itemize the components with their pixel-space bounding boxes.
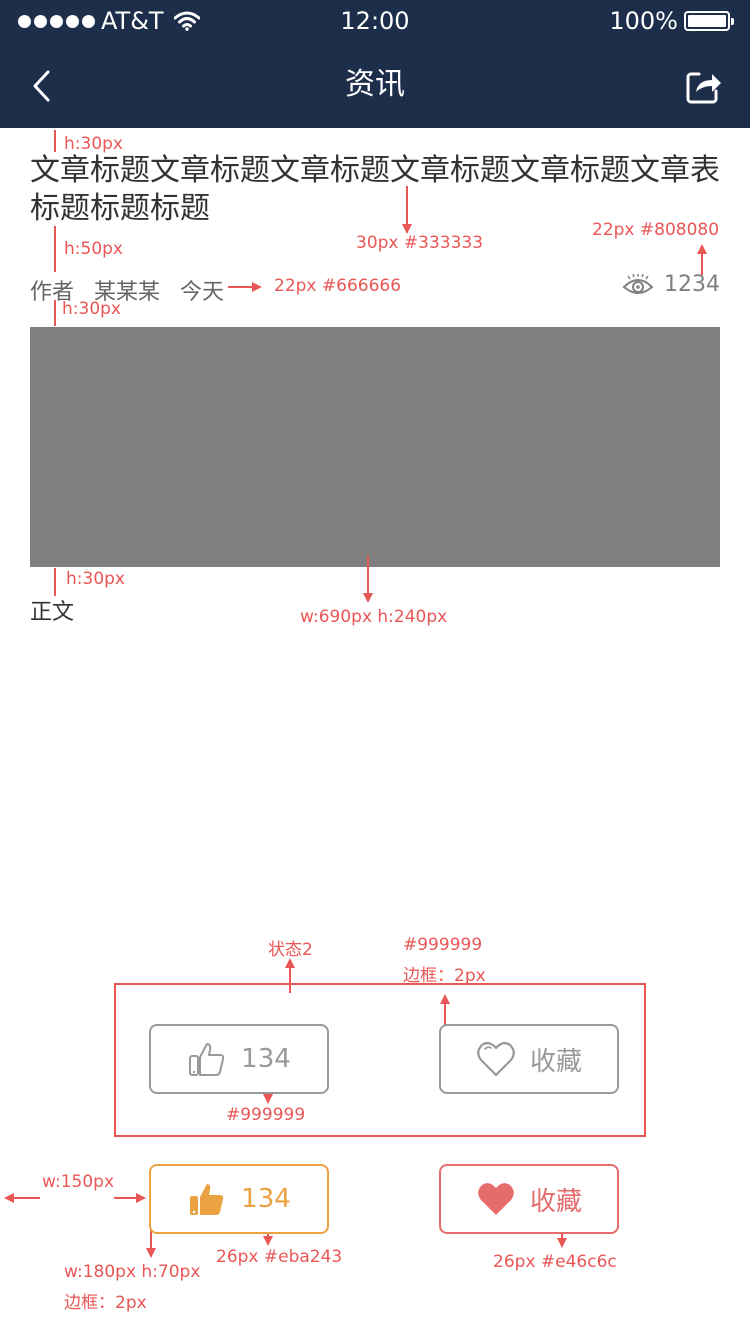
status-battery: 100% [609, 6, 734, 36]
pointer-line [406, 186, 408, 226]
pointer-arrow [285, 958, 295, 968]
signal-icon [18, 14, 95, 28]
annotation-title-spec: 30px #333333 [356, 233, 484, 253]
like-count-active: 134 [241, 1184, 291, 1214]
article-image [30, 327, 720, 567]
annotation-button-border: 边框：2px [64, 1293, 147, 1313]
like-button-active[interactable]: 134 [149, 1164, 329, 1234]
annotation-favorite-active-spec: 26px #e46c6c [493, 1252, 617, 1272]
heart-icon [478, 1183, 514, 1215]
carrier-label: AT&T [101, 7, 164, 35]
pointer-arrow [697, 244, 707, 254]
annotation-border-width: 边框：2px [403, 966, 486, 986]
annotation-image-body-spacing: h:30px [66, 569, 125, 589]
like-button[interactable]: 134 [149, 1024, 329, 1094]
annotation-state: 状态2 [268, 940, 313, 960]
spacing-line [54, 300, 56, 326]
spacing-line [54, 130, 56, 152]
annotation-like-active-spec: 26px #eba243 [216, 1247, 343, 1267]
status-carrier: AT&T [18, 6, 200, 36]
state-2-frame [114, 983, 646, 1137]
share-icon[interactable] [684, 66, 724, 106]
like-count: 134 [241, 1044, 291, 1074]
annotation-top-spacing: h:30px [64, 134, 123, 154]
status-time: 12:00 [340, 7, 410, 35]
spacing-line [54, 568, 56, 596]
thumbs-up-icon [189, 1043, 225, 1076]
pointer-arrow [136, 1193, 146, 1203]
pointer-line [701, 253, 703, 275]
favorite-label-active: 收藏 [529, 1186, 582, 1217]
favorite-label: 收藏 [529, 1046, 582, 1077]
annotation-image-size: w:690px h:240px [300, 607, 448, 627]
pointer-line [14, 1197, 40, 1199]
page-title: 资讯 [345, 67, 405, 102]
publish-date: 今天 [180, 280, 225, 305]
thumbs-up-icon [190, 1184, 224, 1215]
pointer-arrow [252, 282, 262, 292]
pointer-line [444, 1003, 446, 1025]
pointer-arrow [402, 224, 412, 234]
favorite-button[interactable]: 收藏 [439, 1024, 619, 1094]
pointer-arrow [146, 1248, 156, 1258]
pointer-arrow [4, 1193, 14, 1203]
pointer-line [114, 1197, 136, 1199]
annotation-views-spec: 22px #808080 [592, 220, 720, 240]
pointer-arrow [263, 1236, 273, 1246]
heart-icon [477, 1041, 515, 1077]
article-meta: 作者 某某某 今天 [30, 274, 224, 306]
annotation-meta-spec: 22px #666666 [274, 276, 402, 296]
pointer-line [367, 556, 369, 594]
pointer-line [228, 286, 252, 288]
annotation-title-meta-spacing: h:50px [64, 239, 123, 259]
header-bar: AT&T 12:00 100% 资讯 [0, 0, 750, 128]
wifi-icon [173, 11, 200, 31]
article-title: 文章标题文章标题文章标题文章标题文章标题文章表标题标题标题 [30, 153, 720, 226]
view-count: 1234 [622, 272, 720, 297]
eye-icon [622, 273, 654, 294]
battery-icon [684, 11, 734, 31]
chevron-left-icon[interactable] [26, 66, 62, 106]
annotation-count-color: #999999 [226, 1105, 306, 1125]
spacing-line [54, 226, 56, 272]
pointer-line [289, 967, 291, 993]
battery-percent: 100% [609, 7, 678, 35]
annotation-gap-width: w:150px [42, 1172, 115, 1192]
pointer-arrow [363, 593, 373, 603]
author-label: 作者 [30, 280, 75, 305]
pointer-arrow [557, 1238, 567, 1248]
article-body: 正文 [30, 600, 75, 625]
pointer-line [150, 1222, 152, 1248]
pointer-arrow [440, 994, 450, 1004]
pointer-arrow [263, 1094, 273, 1104]
view-count-value: 1234 [664, 272, 720, 297]
annotation-button-size: w:180px h:70px [64, 1262, 201, 1282]
favorite-button-active[interactable]: 收藏 [439, 1164, 619, 1234]
author-name: 某某某 [94, 280, 161, 305]
annotation-border-color: #999999 [403, 935, 483, 955]
annotation-meta-image-spacing: h:30px [62, 299, 121, 319]
